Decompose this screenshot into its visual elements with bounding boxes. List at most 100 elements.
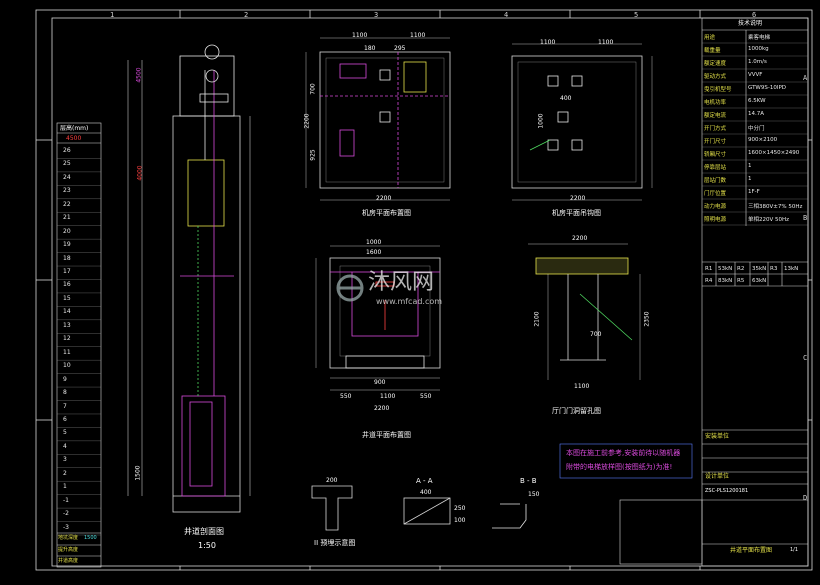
zone-top-5: 5 (634, 11, 639, 19)
spec-row: 电机功率 6.5KW (702, 95, 804, 108)
spec-key: 停靠层站 (704, 165, 727, 171)
zone-side-d: D (803, 494, 808, 502)
door-dim-4: 1100 (574, 383, 590, 390)
spec-value: 1 (748, 163, 752, 169)
level-row: 14 (63, 308, 71, 316)
detail-dim-3: 250 (454, 505, 466, 512)
spec-key: 照明电源 (704, 217, 727, 223)
spec-value: 乘客电梯 (748, 35, 771, 41)
level-row: 21 (63, 214, 71, 222)
spec-key: 开门方式 (704, 126, 727, 132)
zone-top-4: 4 (504, 11, 509, 19)
spec-value: 1F-F (748, 189, 760, 195)
level-row: 5 (63, 429, 67, 437)
load-r4-key: R4 (705, 278, 713, 284)
mr-depth-3: 700 (309, 83, 317, 95)
level-row: 17 (63, 268, 71, 276)
level-row: 2 (63, 469, 67, 477)
zone-top-2: 2 (244, 11, 249, 19)
detail-dim-2: 200 (326, 477, 338, 484)
mr-title: 机房平面布置图 (362, 209, 411, 217)
spec-key: 驱动方式 (704, 74, 727, 80)
hoist-dim-3: 400 (560, 95, 572, 102)
level-row: 9 (63, 375, 67, 383)
spec-value: 1 (748, 176, 752, 182)
mr-dim-4: 295 (394, 45, 406, 52)
level-row: 7 (63, 402, 67, 410)
hoist-dim-4: 2200 (570, 195, 586, 202)
level-row: 10 (63, 362, 71, 370)
level-row: 22 (63, 200, 71, 208)
spec-key: 载重量 (704, 48, 721, 54)
mr-dim-3: 180 (364, 45, 376, 52)
spec-header: 技术说明 (738, 20, 763, 27)
door-dim-3: 2350 (643, 311, 651, 327)
spec-value: VVVF (748, 72, 763, 78)
embed-title: II 预埋示意图 (314, 539, 356, 547)
mr-dim-bottom: 2200 (376, 195, 392, 202)
spec-value: 1.0m/s (748, 59, 767, 65)
level-row: 15 (63, 294, 71, 302)
level-row: 19 (63, 241, 71, 249)
levels-header: 层高(mm) (60, 125, 89, 132)
load-r4-val: 83kN (718, 278, 733, 284)
pit-depth-label: 地坑深度 (58, 535, 79, 541)
level-row: 18 (63, 254, 71, 262)
level-row: 13 (63, 321, 71, 329)
notice-line-1: 本图在施工前参考,安装前待以随机器 (566, 449, 681, 457)
hoist-title: 机房平面吊钩图 (552, 209, 601, 217)
spec-key: 电机功率 (704, 100, 727, 106)
level-row: 8 (63, 389, 67, 397)
watermark-text: 沐风网 (368, 270, 435, 295)
section-dim-top: 4500 (135, 67, 143, 83)
shaft-dim-3: 550 (340, 393, 352, 400)
section-dim-pit: 1500 (134, 465, 142, 481)
shaft-dim-6: 2200 (374, 405, 390, 412)
door-title: 厅门门洞留孔图 (552, 407, 601, 415)
spec-value: 6.5KW (748, 98, 766, 104)
shaft-title: 井道平面布置图 (362, 431, 411, 439)
spec-key: 轿厢尺寸 (704, 152, 727, 158)
shaft-dim-1: 1000 (366, 239, 382, 246)
hoist-dim-5: 1000 (537, 113, 545, 129)
detail-dim-4: 150 (528, 491, 540, 498)
level-row: 25 (63, 160, 71, 168)
footer-title: 井道平面布置图 (730, 547, 773, 554)
level-row: 3 (63, 456, 67, 464)
spec-row: 动力电源 三相380V±7% 50Hz (702, 199, 804, 212)
spec-value: 14.7A (748, 111, 765, 117)
spec-value: 三相380V±7% 50Hz (748, 204, 803, 210)
travel-height-label: 提升高度 (58, 547, 79, 553)
load-r5-val: 63kN (752, 278, 767, 284)
level-row: 20 (63, 227, 71, 235)
spec-value: 1600×1450×2490 (748, 150, 800, 156)
load-r5-key: R5 (737, 278, 745, 284)
spec-key: 动力电源 (704, 204, 727, 210)
load-r2-key: R2 (737, 266, 745, 272)
level-row: 4 (63, 442, 67, 450)
zone-side-a: A (803, 74, 808, 82)
load-r1-val: 53kN (718, 266, 733, 272)
level-row: 12 (63, 335, 71, 343)
zone-side-c: C (803, 354, 808, 362)
level-row: 11 (63, 348, 71, 356)
load-r1-key: R1 (705, 266, 713, 272)
spec-key: 开门尺寸 (704, 139, 727, 145)
spec-row: 用途 乘客电梯 (702, 30, 804, 43)
level-row: 1 (63, 483, 67, 491)
spec-key: 用途 (704, 35, 716, 41)
spec-row: 载重量 1000kg (702, 43, 804, 56)
spec-value: 1000kg (748, 46, 769, 52)
aa-label: A - A (416, 477, 433, 485)
zone-top-1: 1 (110, 11, 115, 19)
watermark-url: www.mfcad.com (376, 297, 443, 306)
spec-row: 驱动方式 VVVF (702, 69, 804, 82)
levels-top-value: 4500 (66, 135, 82, 142)
